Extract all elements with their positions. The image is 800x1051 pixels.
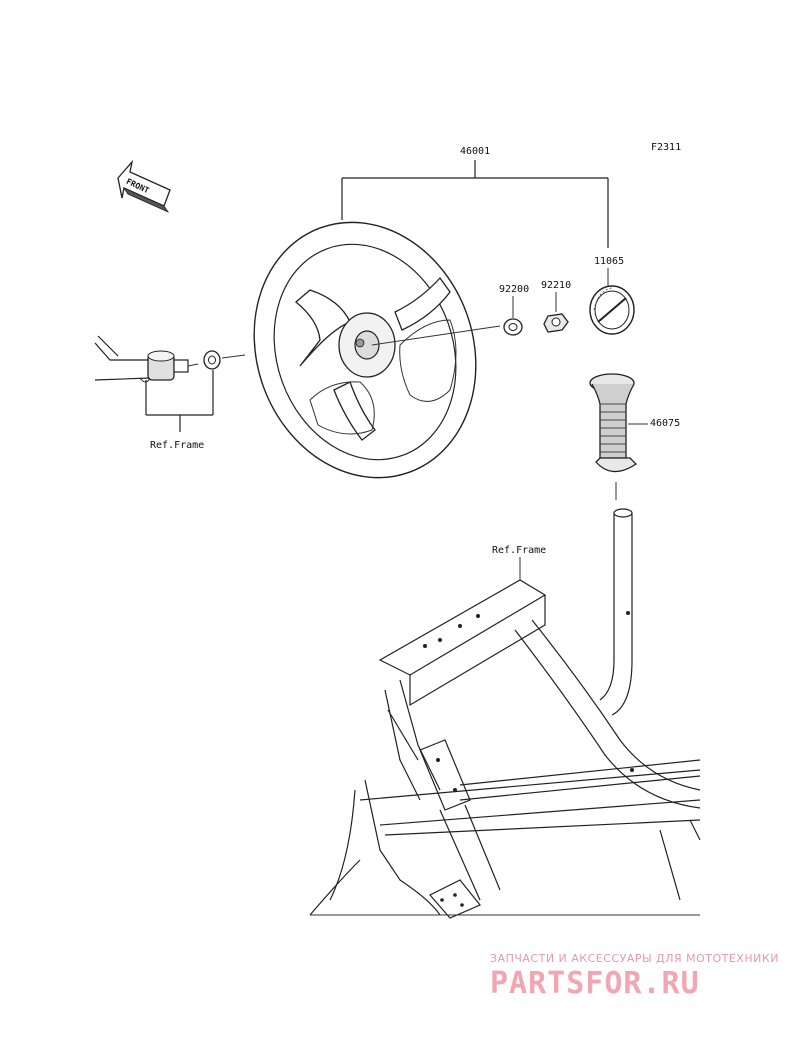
washer-92200 [503,296,523,336]
cover-11065 [589,268,635,335]
nut-92210 [543,292,569,333]
watermark-tagline: ЗАПЧАСТИ И АКСЕССУАРЫ ДЛЯ МОТОТЕХНИКИ [490,952,779,965]
steering-column [94,335,246,383]
figure-code: F2311 [651,142,682,153]
label-92210: 92210 [541,280,572,291]
label-46001: 46001 [460,146,491,157]
leader-hub [371,325,501,346]
ref-frame-bracket-column [145,370,214,432]
label-ref-frame-column: Ref.Frame [150,440,205,451]
watermark-logo: PARTSFOR.RU [490,966,700,1001]
vehicle-frame [309,508,701,919]
callout-bracket-46001 [341,160,609,248]
front-arrow-icon [117,159,171,213]
label-ref-frame-body: Ref.Frame [492,545,547,556]
label-46075: 46075 [650,418,681,429]
steering-wheel [253,221,477,479]
label-92200: 92200 [499,284,530,295]
label-11065: 11065 [594,256,625,267]
grip-46075 [589,373,648,500]
